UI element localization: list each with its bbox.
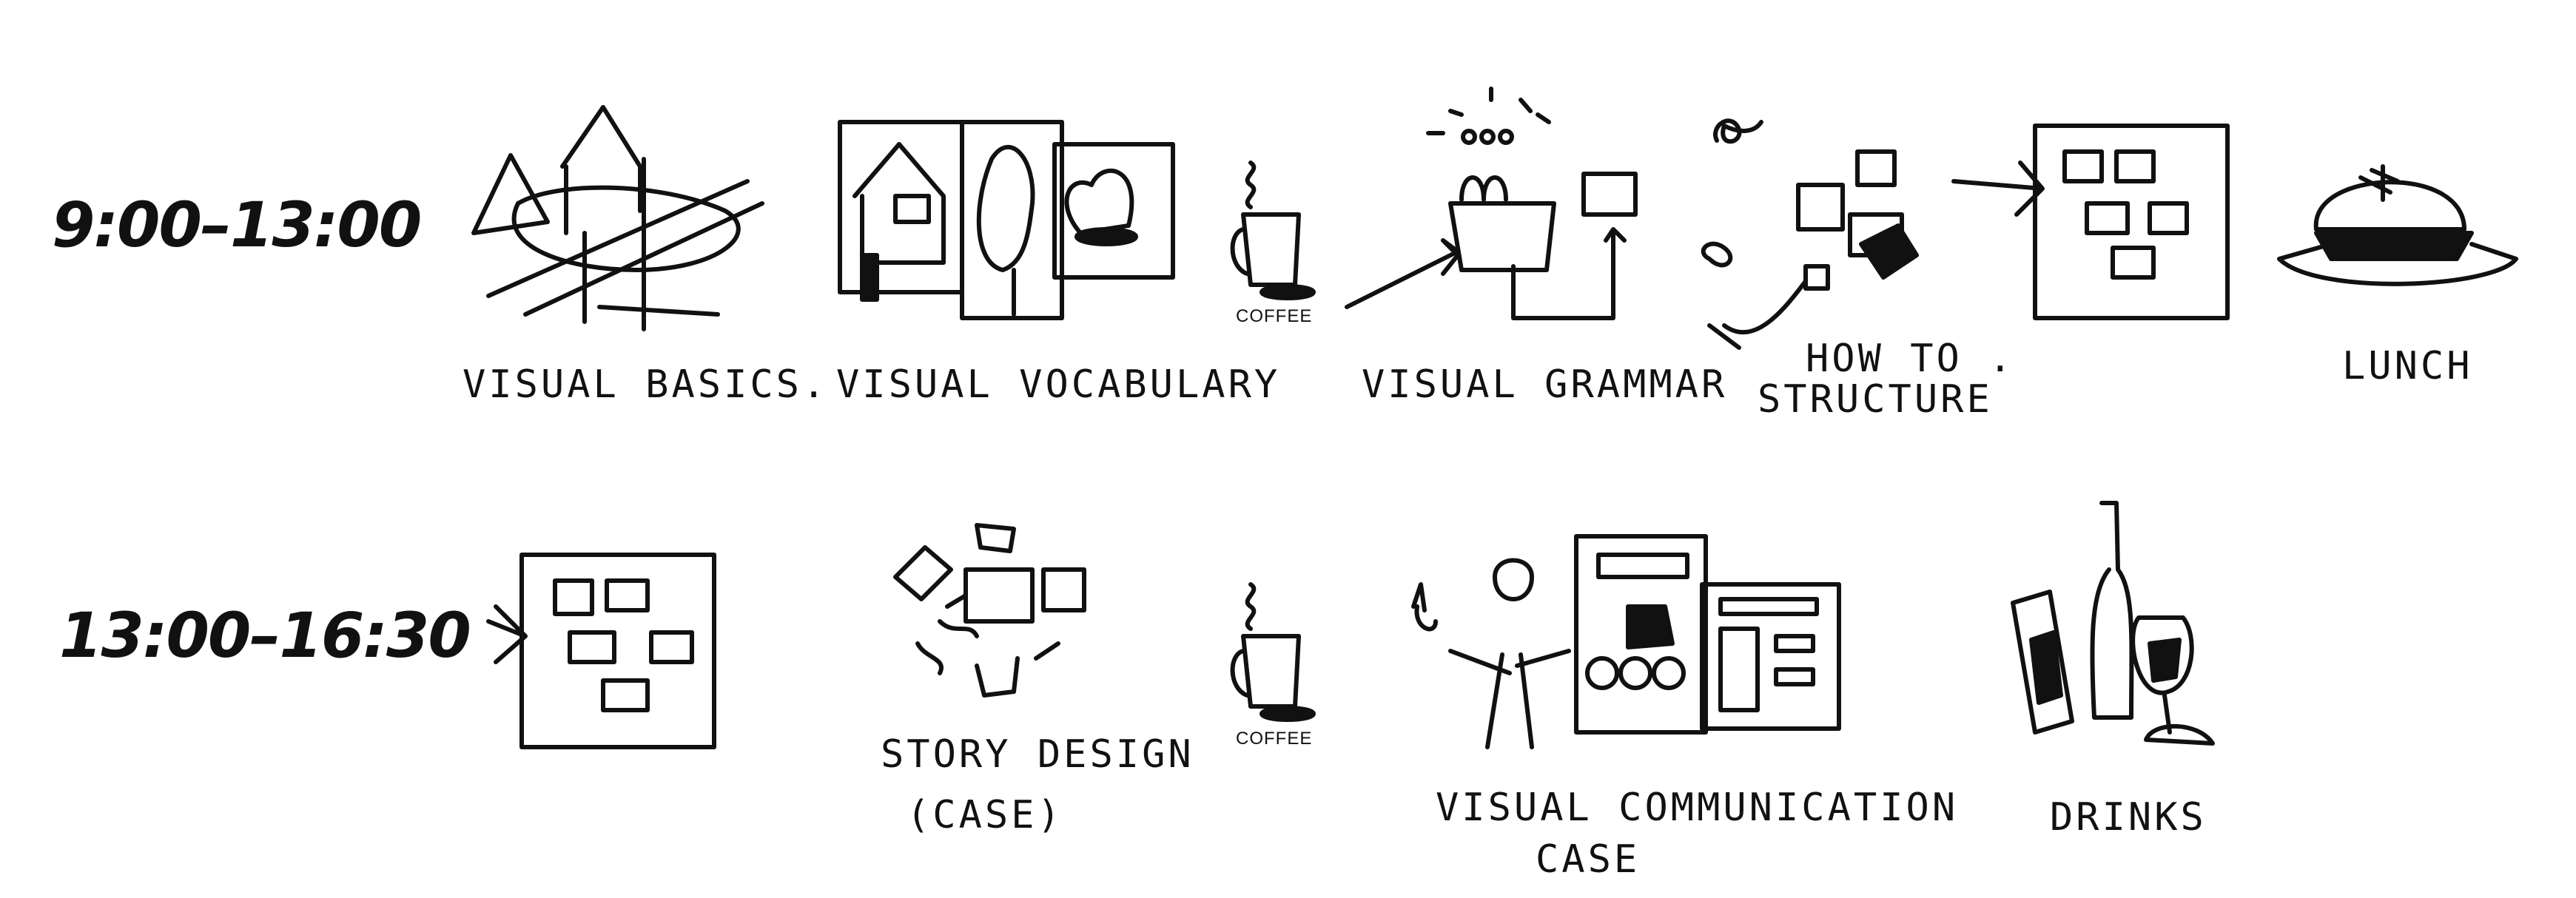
- item-label-lunch: LUNCH: [2342, 344, 2473, 388]
- item-label-case: (CASE): [907, 793, 1063, 837]
- item-label-case-2: CASE: [1536, 837, 1641, 882]
- item-label-visual-grammar: VISUAL GRAMMAR: [1362, 362, 1728, 407]
- item-label-how-to: HOW TO .: [1806, 337, 2015, 381]
- structure-scatter-icon: [1701, 118, 1919, 350]
- item-label-visual-communication: VISUAL COMMUNICATION: [1436, 786, 1959, 830]
- time-afternoon: 13:00–16:30: [59, 599, 471, 672]
- grammar-pot-icon: [1345, 87, 1638, 320]
- item-label-visual-vocabulary: VISUAL VOCABULARY: [836, 362, 1281, 407]
- story-frames-icon: [893, 523, 1086, 698]
- item-label-story-design: STORY DESIGN: [881, 732, 1194, 777]
- time-morning: 9:00–13:00: [52, 189, 422, 261]
- board-notes-icon: [486, 553, 716, 749]
- coffee-label: COFFEE: [1236, 306, 1313, 326]
- item-label-visual-basics: VISUAL BASICS.: [463, 362, 829, 407]
- board-notes-icon: [1951, 124, 2230, 320]
- item-label-structure: STRUCTURE: [1758, 377, 1993, 422]
- vocabulary-frames-icon: [838, 120, 1175, 320]
- coffee-label: COFFEE: [1236, 729, 1313, 749]
- coffee-cup-icon: [1230, 161, 1316, 300]
- burger-icon: [2277, 164, 2518, 286]
- presenter-board-icon: [1411, 534, 1841, 749]
- shapes-house-sketch-icon: [471, 105, 764, 331]
- bottle-glass-icon: [2011, 501, 2215, 746]
- coffee-cup-icon: [1230, 582, 1316, 722]
- item-label-drinks: DRINKS: [2050, 795, 2207, 840]
